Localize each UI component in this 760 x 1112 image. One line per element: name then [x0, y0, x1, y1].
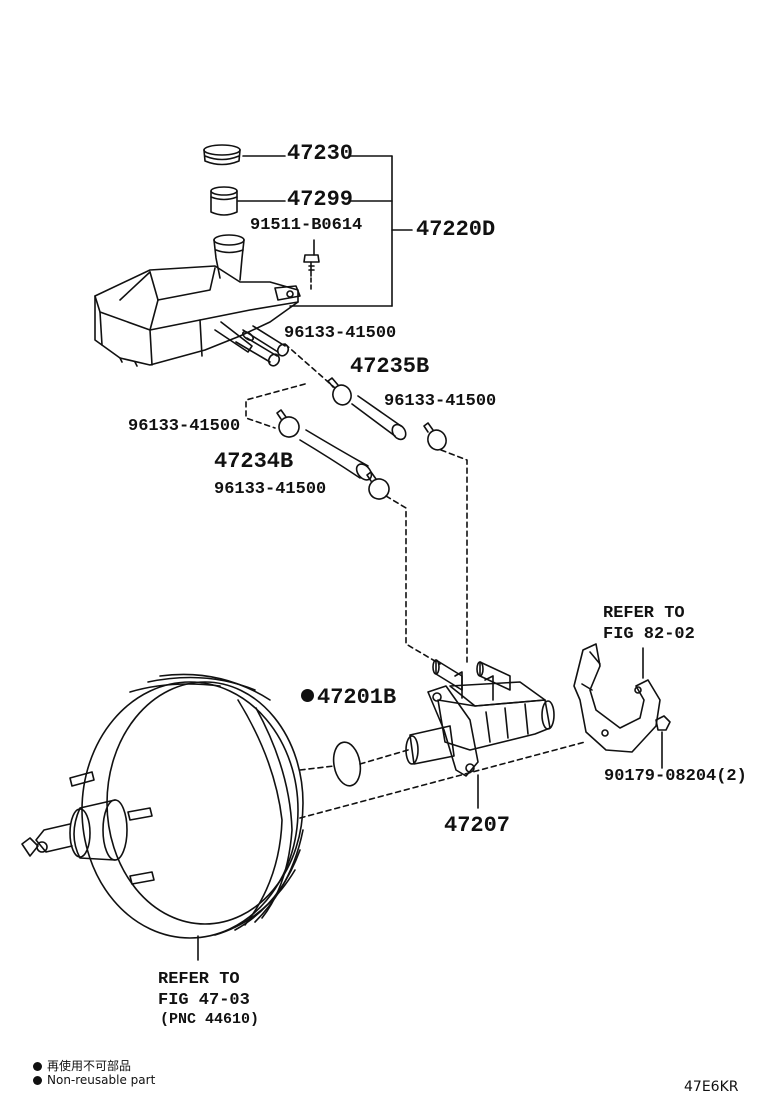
label-47299[interactable]: 47299 [287, 187, 354, 212]
ref-bracket-line1: REFER TO [603, 604, 685, 623]
label-47201b[interactable]: 47201B [301, 687, 396, 709]
gasket-o-ring [332, 741, 362, 787]
label-90179-08204[interactable]: 90179-08204(2) [604, 767, 747, 786]
diagram-code: 47E6KR [684, 1079, 739, 1095]
hose-47235b [351, 395, 407, 441]
master-cylinder [405, 659, 555, 809]
legend-japanese-text: 再使用不可部品 [47, 1059, 132, 1073]
ref-booster-pnc: (PNC 44610) [160, 1011, 260, 1028]
non-reusable-dot [301, 689, 314, 702]
label-47234b[interactable]: 47234B [214, 449, 294, 474]
label-91511-b0614[interactable]: 91511-B0614 [250, 216, 363, 235]
reservoir-leader-lines [237, 155, 413, 307]
hose-clip-b [423, 422, 447, 451]
ref-booster-line1: REFER TO [158, 970, 240, 989]
legend-dot-icon [33, 1076, 42, 1085]
label-47201b-text: 47201B [317, 685, 397, 710]
reservoir-strainer [210, 186, 238, 216]
legend-english: Non-reusable part [33, 1073, 155, 1087]
bracket [573, 643, 671, 769]
legend-japanese: 再使用不可部品 [33, 1057, 131, 1074]
ref-booster[interactable]: REFER TO FIG 47-03 [158, 969, 250, 1011]
label-96133-41500-c[interactable]: 96133-41500 [128, 417, 241, 436]
label-47220d[interactable]: 47220D [416, 217, 496, 242]
hose-clip-c [276, 409, 300, 438]
brake-booster [21, 673, 304, 961]
legend-dot-icon [33, 1062, 42, 1071]
ref-bracket[interactable]: REFER TO FIG 82-02 [603, 603, 695, 645]
dashed-routing-lines [245, 343, 586, 819]
legend-english-text: Non-reusable part [47, 1073, 156, 1087]
hose-47234b [299, 429, 373, 481]
ref-booster-line2: FIG 47-03 [158, 991, 250, 1010]
label-96133-41500-b[interactable]: 96133-41500 [384, 392, 497, 411]
label-47207[interactable]: 47207 [444, 813, 511, 838]
label-47230[interactable]: 47230 [287, 141, 354, 166]
hose-clip-d [366, 471, 390, 500]
label-96133-41500-a[interactable]: 96133-41500 [284, 324, 397, 343]
label-96133-41500-d[interactable]: 96133-41500 [214, 480, 327, 499]
reservoir-tank [94, 234, 301, 367]
ref-bracket-line2: FIG 82-02 [603, 625, 695, 644]
reservoir-cap [203, 144, 241, 166]
hose-clip-a [327, 377, 352, 406]
bolt [303, 254, 320, 291]
label-47235b[interactable]: 47235B [350, 354, 430, 379]
